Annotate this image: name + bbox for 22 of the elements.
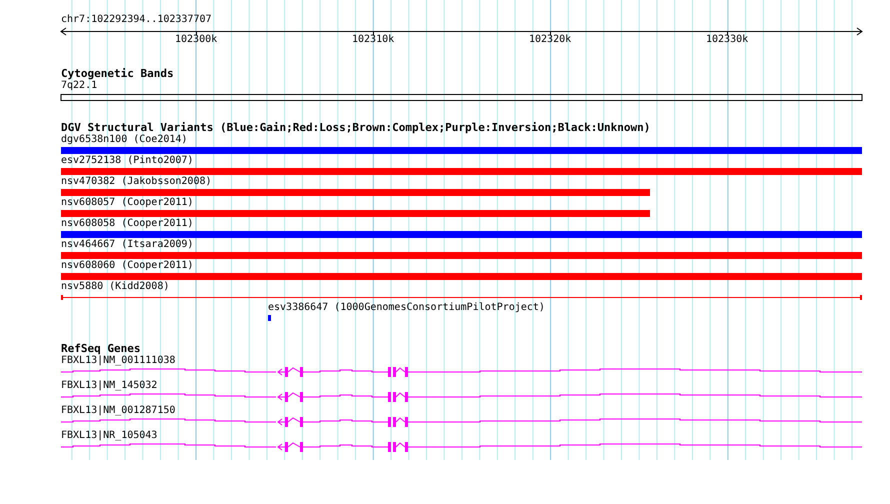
track-title: Cytogenetic Bands: [61, 68, 174, 80]
tick-label: 102310k: [352, 34, 394, 46]
tick-label: 102320k: [529, 34, 572, 46]
variant-label: nsv608057 (Cooper2011): [61, 197, 194, 209]
gene-label: FBXL13|NM_001111038: [61, 355, 176, 367]
tick-label: 102330k: [706, 34, 748, 46]
variant-label: nsv608058 (Cooper2011): [61, 218, 194, 230]
variant-label: nsv5880 (Kidd2008): [61, 281, 170, 293]
gene-label: FBXL13|NR_105043: [61, 430, 158, 442]
gene-label: FBXL13|NM_145032: [61, 380, 158, 392]
variant-label: esv2752138 (Pinto2007): [61, 155, 194, 167]
variant-label: dgv6538n100 (Coe2014): [61, 134, 188, 146]
track-title: DGV Structural Variants (Blue:Gain;Red:Loss;Brown:Complex;Purple:Inversion;Black:Unknown): [61, 122, 650, 134]
tick-label: 102300k: [175, 34, 218, 46]
band-label: 7q22.1: [61, 80, 98, 92]
track-title: RefSeq Genes: [61, 343, 140, 355]
variant-label: esv3386647 (1000GenomesConsortiumPilotProject): [268, 302, 545, 314]
variant-label: nsv608060 (Cooper2011): [61, 260, 194, 272]
variant-label: nsv464667 (Itsara2009): [61, 239, 194, 251]
variant-label: nsv470382 (Jakobsson2008): [61, 176, 212, 188]
coordinate-label: chr7:102292394..102337707: [61, 14, 212, 26]
gene-label: FBXL13|NM_001287150: [61, 405, 176, 417]
